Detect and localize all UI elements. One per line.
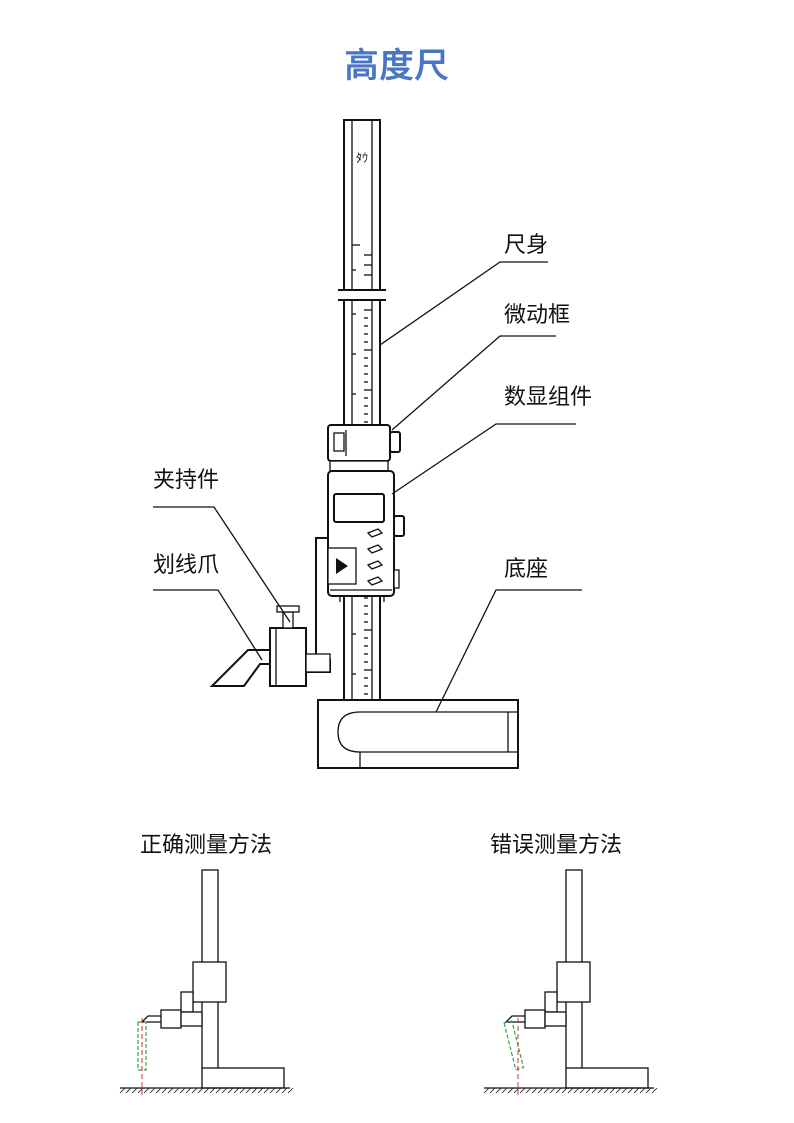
digital-display-unit [327,470,405,602]
caption-incorrect: 错误测量方法 [490,833,622,858]
page-title: 高度尺 [344,46,450,86]
label-scriber: 划线爪 [153,553,219,578]
scriber [209,649,270,687]
correct-method-figure [119,869,294,1098]
leader-lines [153,261,582,713]
ruler-body: ﾀｳ [338,119,386,701]
label-fine-adjust-frame: 微动框 [504,303,570,328]
label-base: 底座 [504,557,548,582]
height-gauge-main: ﾀｳ [153,119,592,769]
svg-text:ﾀｳ: ﾀｳ [356,151,368,165]
probe-incorrect [503,1020,525,1071]
label-clamp: 夹持件 [153,468,219,493]
label-digital-display: 数显组件 [504,385,592,410]
clamp-holder [269,537,331,687]
fine-adjust-frame [327,424,401,472]
label-ruler-body: 尺身 [504,233,548,258]
incorrect-method-figure [483,869,658,1098]
caption-correct: 正确测量方法 [140,833,272,858]
base [317,699,519,769]
